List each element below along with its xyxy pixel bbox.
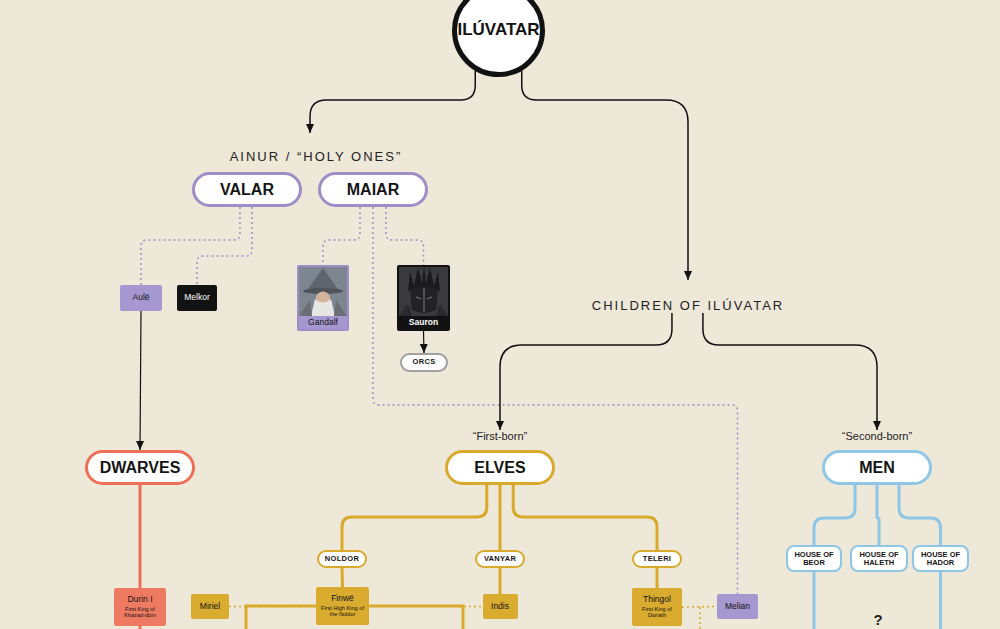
node-sublabel: ELVES — [445, 450, 555, 485]
connector — [522, 70, 688, 280]
root-circle: ILÚVATAR — [452, 0, 545, 77]
kindred-pill: TELERI — [632, 550, 682, 568]
node-sublabel: First King of Khazad-dûm — [115, 606, 165, 619]
group-pill: MAIAR — [318, 172, 428, 207]
connector — [814, 485, 855, 545]
kindred-pill: NOLDOR — [317, 550, 367, 568]
node-label: VANYAR — [484, 555, 516, 563]
race-pill: ORCS — [400, 353, 448, 372]
connector — [141, 207, 240, 285]
group-heading: CHILDREN OF ILÚVATAR — [575, 280, 801, 313]
connector — [342, 485, 487, 550]
character-box: Miriel — [191, 594, 229, 619]
group-heading: AINUR / “HOLY ONES” — [201, 133, 431, 164]
node-label: “Second-born” — [842, 430, 912, 442]
house-box: HOUSE OF BEOR — [786, 545, 842, 572]
node-label: HOUSE OF HADOR — [917, 551, 964, 567]
lineage-line — [699, 607, 701, 629]
node-label: Indis — [491, 602, 509, 611]
node-label: Melkor — [184, 293, 210, 302]
node-label: Melian — [725, 602, 750, 611]
connector — [513, 485, 657, 550]
connector — [703, 313, 877, 430]
node-sublabel: MEN — [822, 450, 932, 485]
lineage-line — [939, 572, 942, 629]
node-label: AINUR / “HOLY ONES” — [230, 150, 403, 164]
connector — [899, 485, 941, 545]
lineage-line — [369, 606, 463, 629]
character-box: Melkor — [177, 285, 217, 311]
connector — [197, 207, 252, 285]
node-label: Gandalf — [308, 318, 338, 327]
kindred-pill: VANYAR — [475, 550, 525, 568]
node-label: Finwë — [331, 594, 354, 603]
node-label: HOUSE OF HALETH — [855, 551, 903, 567]
node-label: CHILDREN OF ILÚVATAR — [592, 299, 784, 313]
character-box: ThingolFirst King of Doriath — [632, 588, 682, 626]
connector — [499, 485, 502, 550]
character-box: Durin I First King of Khazad-dûm — [114, 588, 166, 626]
connector — [386, 207, 424, 265]
node-sublabel: First High King of the Noldor — [317, 605, 368, 618]
race-pill: “Second-born” MEN — [822, 430, 932, 485]
node-label: DWARVES — [100, 459, 181, 477]
connector — [323, 207, 360, 265]
node-label: VALAR — [220, 181, 274, 199]
node-label: MAIAR — [347, 181, 399, 199]
node-label: NOLDOR — [325, 555, 359, 563]
character-box: Indis — [483, 594, 518, 619]
connector — [140, 311, 141, 450]
node-label: TELERI — [643, 555, 671, 563]
node-label: Sauron — [409, 318, 438, 327]
node-label: Miriel — [200, 602, 220, 611]
connector — [499, 568, 502, 594]
connector — [423, 331, 425, 353]
connector — [656, 568, 659, 588]
group-pill: VALAR — [192, 172, 302, 207]
portrait-card: Sauron — [397, 265, 450, 331]
character-box: Aulë — [120, 285, 162, 311]
lineage-line — [246, 606, 316, 629]
node-label: ORCS — [413, 358, 436, 366]
connector — [310, 70, 475, 133]
race-pill: DWARVES — [85, 450, 195, 485]
node-label: HOUSE OF BEOR — [791, 551, 837, 567]
lineage-line — [813, 572, 816, 629]
connector — [139, 485, 142, 588]
house-box: HOUSE OF HALETH — [850, 545, 908, 572]
note-mark: ? — [866, 609, 890, 629]
race-pill: “First-born” ELVES — [445, 430, 555, 485]
character-box: Melian — [717, 594, 758, 619]
node-label: “First-born” — [473, 430, 527, 442]
connector — [500, 313, 672, 430]
portrait-card: Gandalf — [297, 265, 349, 331]
connector — [877, 485, 879, 545]
continuation-lines — [140, 572, 941, 629]
node-sublabel: First King of Doriath — [633, 606, 681, 619]
node-label: Thingol — [643, 595, 671, 604]
node-label: Durin I — [127, 595, 152, 604]
house-box: HOUSE OF HADOR — [912, 545, 969, 572]
connector — [373, 207, 738, 594]
connector — [341, 568, 345, 587]
character-box: FinwëFirst High King of the Noldor — [316, 587, 369, 625]
node-label: ILÚVATAR — [457, 21, 539, 40]
lineage-line — [139, 626, 142, 629]
node-label: Aulë — [132, 293, 149, 302]
